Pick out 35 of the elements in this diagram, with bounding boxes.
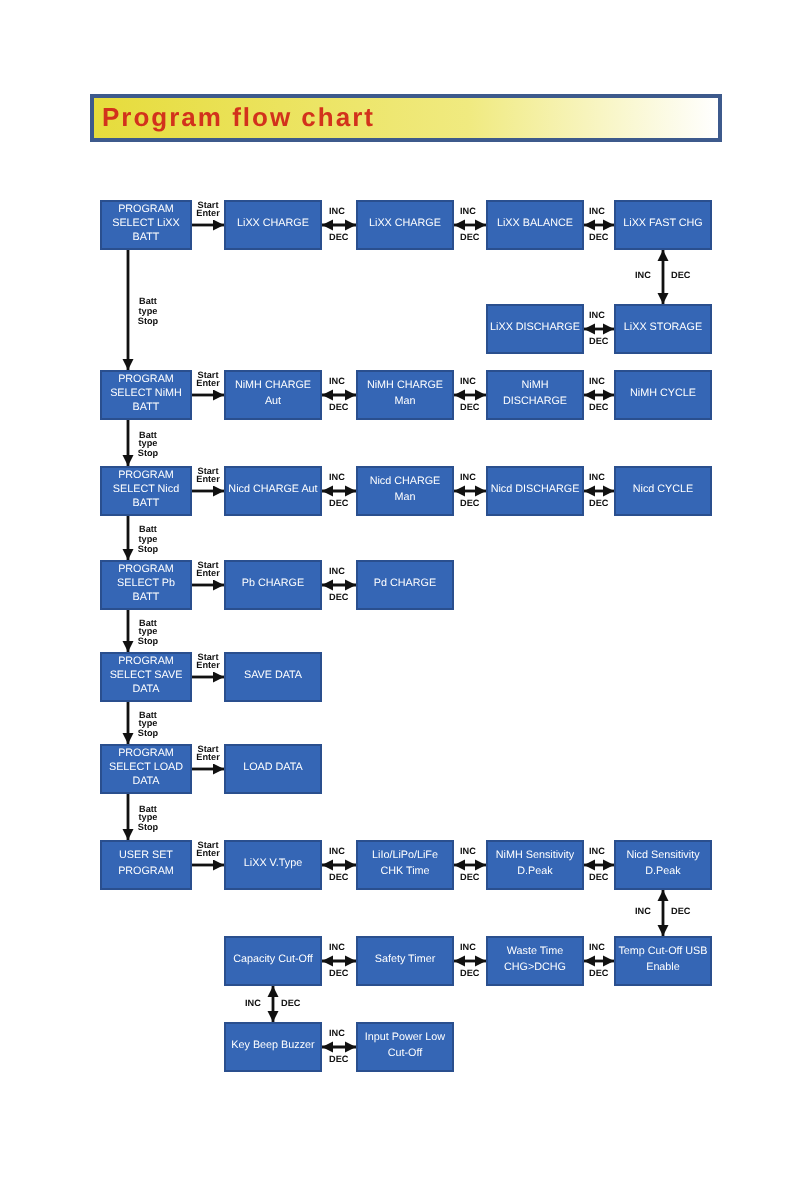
arrow bbox=[192, 859, 224, 871]
arrow bbox=[322, 389, 356, 401]
arrow bbox=[192, 671, 224, 683]
arrow bbox=[267, 986, 279, 1022]
arrow bbox=[192, 485, 224, 497]
arrow bbox=[584, 859, 614, 871]
arrow bbox=[657, 250, 669, 304]
arrow bbox=[122, 610, 134, 652]
arrow bbox=[584, 389, 614, 401]
arrow bbox=[322, 1041, 356, 1053]
arrow bbox=[122, 794, 134, 840]
arrow bbox=[584, 485, 614, 497]
arrow bbox=[122, 702, 134, 744]
arrow bbox=[657, 890, 669, 936]
arrow bbox=[454, 219, 486, 231]
arrow bbox=[322, 219, 356, 231]
arrow bbox=[584, 323, 614, 335]
arrow bbox=[192, 763, 224, 775]
arrow bbox=[322, 859, 356, 871]
arrow bbox=[122, 516, 134, 560]
arrow bbox=[192, 579, 224, 591]
arrow bbox=[454, 955, 486, 967]
arrow bbox=[192, 219, 224, 231]
arrow bbox=[322, 485, 356, 497]
arrow bbox=[454, 485, 486, 497]
arrow bbox=[454, 859, 486, 871]
arrow bbox=[322, 579, 356, 591]
title-banner: Program flow chart bbox=[90, 94, 722, 142]
arrow bbox=[122, 420, 134, 466]
arrow bbox=[192, 389, 224, 401]
arrow bbox=[584, 955, 614, 967]
arrow bbox=[122, 250, 134, 370]
arrow bbox=[322, 955, 356, 967]
arrow bbox=[584, 219, 614, 231]
arrow bbox=[454, 389, 486, 401]
